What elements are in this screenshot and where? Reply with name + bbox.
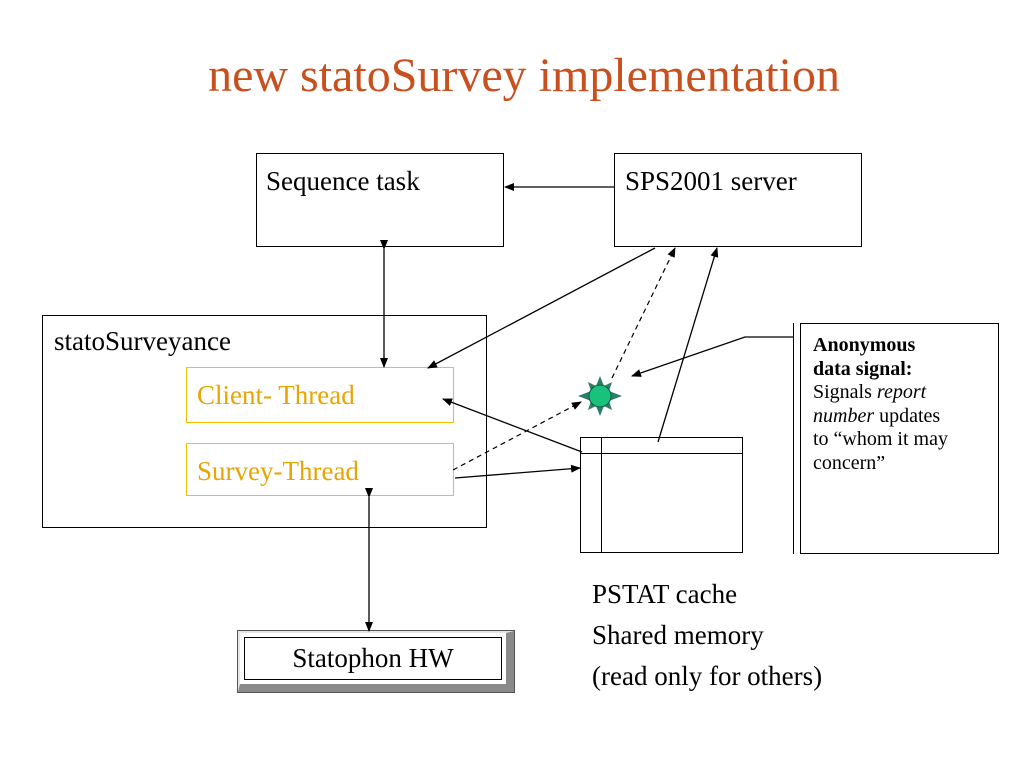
- note-body-prefix: Signals: [813, 381, 877, 403]
- client-thread-box: Client- Thread: [186, 367, 454, 423]
- dashed-signal-to-server: [611, 247, 676, 379]
- note-side-rule: [793, 323, 794, 554]
- sps-server-label: SPS2001 server: [625, 166, 797, 196]
- pstat-caption-line3: (read only for others): [592, 661, 823, 691]
- note-heading-line1: Anonymous: [813, 334, 916, 356]
- pstat-caption-line1: PSTAT cache: [592, 579, 738, 609]
- statophon-hw-label: Statophon HW: [244, 637, 502, 680]
- survey-thread-box: Survey-Thread: [186, 443, 454, 496]
- arrow-survey-to-cache: [454, 464, 581, 479]
- pstat-caption: PSTAT cache Shared memory (read only for…: [592, 574, 822, 697]
- note-body-suffix: updates: [874, 404, 941, 427]
- signal-burst-icon: [578, 376, 622, 416]
- pstat-caption-line2: Shared memory: [592, 620, 764, 650]
- arrow-cache-to-server: [657, 247, 719, 443]
- pstat-cache-header-line: [581, 453, 742, 454]
- anonymous-signal-note: Anonymous data signal: Signals report nu…: [800, 323, 999, 554]
- page-title: new statoSurvey implementation: [208, 49, 840, 102]
- dashed-survey-to-signal: [452, 401, 582, 471]
- pstat-cache-box: [580, 437, 743, 553]
- note-body-italic-2: number: [813, 404, 875, 427]
- sps-server-box: SPS2001 server: [614, 153, 862, 247]
- sequence-task-box: Sequence task: [256, 153, 504, 247]
- sequence-task-label: Sequence task: [266, 166, 420, 196]
- stato-surveyance-box: statoSurveyance: [42, 315, 487, 528]
- stato-surveyance-label: statoSurveyance: [54, 326, 231, 356]
- note-heading-line2: data signal:: [813, 357, 913, 380]
- pstat-cache-column-line: [601, 438, 602, 552]
- arrow-server-to-client: [427, 247, 656, 369]
- note-body-line5: concern”: [813, 451, 886, 474]
- arrow-cache-to-client: [442, 398, 583, 453]
- arrow-note-to-signal: [631, 336, 793, 377]
- statophon-hw-box: Statophon HW: [237, 630, 515, 693]
- note-body-italic-1: report: [876, 381, 927, 403]
- note-body-line4: to “whom it may: [813, 428, 948, 450]
